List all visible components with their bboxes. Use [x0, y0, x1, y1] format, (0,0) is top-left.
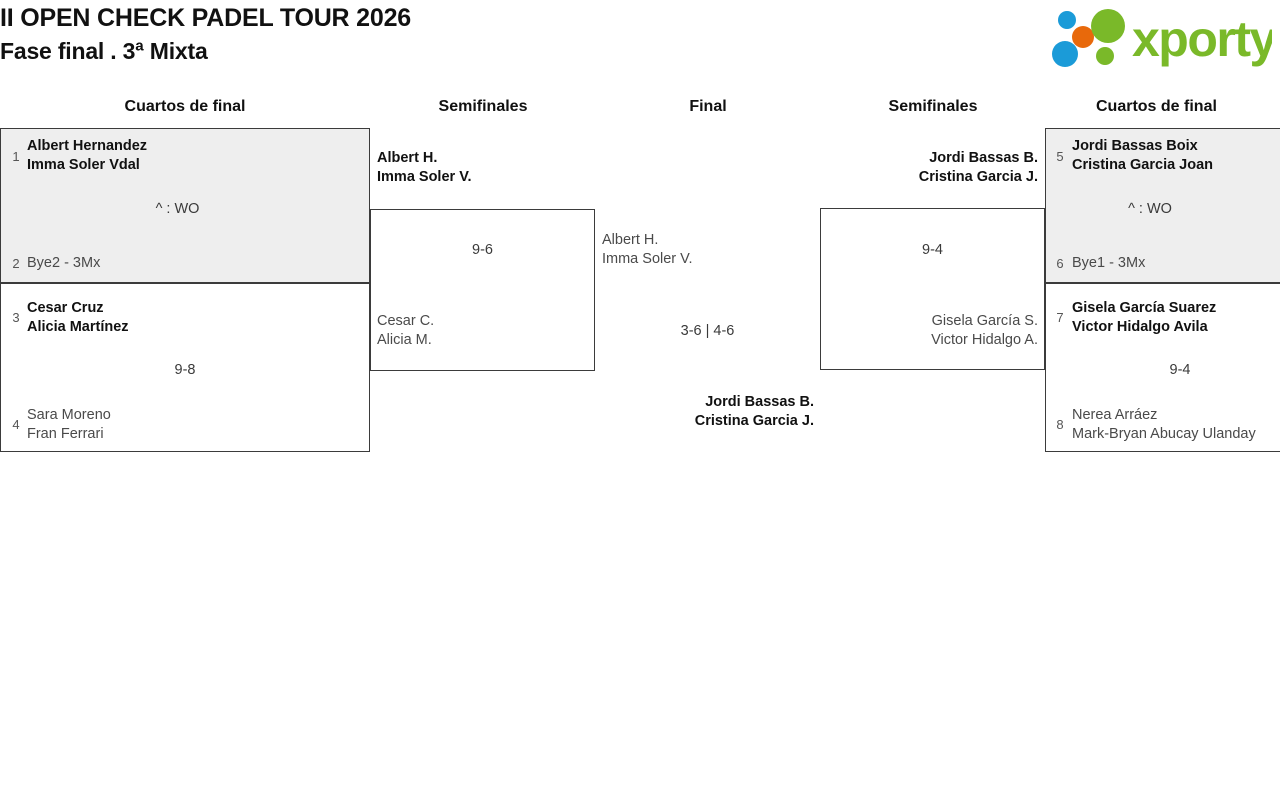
player-qf2-top-line2: Alicia Martínez — [27, 319, 129, 335]
score-sf1: 9-6 — [472, 242, 493, 258]
player-qf1-bottom-line1: Bye2 - 3Mx — [27, 255, 101, 271]
title-block: II OPEN CHECK PADEL TOUR 2026 Fase final… — [0, 2, 900, 68]
player-sf1-bottom-line1: Cesar C. — [377, 313, 435, 329]
player-qf4-bottom: Nerea Arráez Mark-Bryan Abucay Ulanday — [1072, 406, 1256, 444]
player-qf3-top-line1: Jordi Bassas Boix — [1072, 138, 1198, 154]
player-sf2-top-line1: Jordi Bassas B. — [929, 150, 1038, 166]
player-qf4-top-line1: Gisela García Suarez — [1072, 300, 1217, 316]
page-subtitle: Fase final . 3ª Mixta — [0, 38, 208, 64]
player-final-top: Albert H. Imma Soler V. — [602, 231, 693, 269]
seed-qf1-top: 1 — [12, 149, 20, 164]
player-sf2-bottom-line1: Gisela García S. — [931, 313, 1038, 329]
round-header-semifinales-right: Semifinales — [888, 98, 978, 115]
player-qf3-top-line2: Cristina Garcia Joan — [1072, 157, 1214, 173]
xporty-logo[interactable]: xporty — [1046, 4, 1272, 70]
player-qf2-bottom: Sara Moreno Fran Ferrari — [27, 406, 111, 444]
seed-qf2-bottom: 4 — [12, 417, 20, 432]
round-header-cuartos-left: Cuartos de final — [124, 98, 246, 115]
player-qf1-top-line1: Albert Hernandez — [27, 138, 148, 154]
match-box-qf1[interactable] — [0, 128, 370, 283]
player-qf3-bottom-line1: Bye1 - 3Mx — [1072, 255, 1146, 271]
player-sf1-top-line2: Imma Soler V. — [377, 169, 472, 185]
player-sf2-top-line2: Cristina Garcia J. — [918, 169, 1038, 185]
player-qf1-top: Albert Hernandez Imma Soler Vdal — [27, 137, 147, 175]
player-qf2-top: Cesar Cruz Alicia Martínez — [27, 299, 129, 337]
seed-qf4-bottom: 8 — [1056, 417, 1064, 432]
score-qf4: 9-4 — [1169, 362, 1191, 378]
tournament-title: II OPEN CHECK PADEL TOUR 2026 — [0, 4, 411, 32]
player-sf1-top-line1: Albert H. — [377, 150, 438, 166]
match-box-qf4[interactable] — [1045, 283, 1280, 452]
player-qf1-top-line2: Imma Soler Vdal — [27, 157, 140, 173]
match-box-qf3[interactable] — [1045, 128, 1280, 283]
round-header-cuartos-right: Cuartos de final — [1096, 98, 1217, 115]
seed-qf4-top: 7 — [1056, 310, 1064, 325]
xporty-logo-svg: xporty — [1052, 9, 1272, 67]
player-qf4-top-line2: Victor Hidalgo Avila — [1072, 319, 1208, 335]
score-final: 3-6 | 4-6 — [680, 323, 735, 339]
player-sf2-bottom: Gisela García S. Victor Hidalgo A. — [788, 312, 1038, 350]
player-final-top-line1: Albert H. — [602, 232, 659, 248]
logo-dot-blue-large — [1052, 41, 1078, 67]
player-qf4-top: Gisela García Suarez Victor Hidalgo Avil… — [1072, 299, 1216, 337]
seed-qf3-top: 5 — [1056, 149, 1064, 164]
player-qf4-bottom-line1: Nerea Arráez — [1072, 407, 1158, 423]
player-qf4-bottom-line2: Mark-Bryan Abucay Ulanday — [1072, 426, 1256, 442]
score-qf1: ^ : WO — [155, 201, 200, 217]
player-qf3-bottom: Bye1 - 3Mx — [1072, 254, 1145, 273]
logo-dot-green-small — [1096, 47, 1114, 65]
logo-dot-green-large — [1091, 9, 1125, 43]
player-sf1-bottom: Cesar C. Alicia M. — [377, 312, 434, 350]
player-qf2-bottom-line2: Fran Ferrari — [27, 426, 104, 442]
page-header: II OPEN CHECK PADEL TOUR 2026 Fase final… — [0, 0, 1280, 88]
player-qf1-bottom: Bye2 - 3Mx — [27, 254, 100, 273]
match-box-sf2[interactable] — [820, 208, 1045, 370]
seed-qf3-bottom: 6 — [1056, 256, 1064, 271]
player-final-top-line2: Imma Soler V. — [602, 251, 693, 267]
logo-dot-orange — [1072, 26, 1094, 48]
match-box-qf2[interactable] — [0, 283, 370, 452]
player-sf1-top: Albert H. Imma Soler V. — [377, 149, 472, 187]
score-sf2: 9-4 — [922, 242, 943, 258]
score-qf3: ^ : WO — [1128, 201, 1172, 217]
logo-dot-blue-small — [1058, 11, 1076, 29]
player-qf2-top-line1: Cesar Cruz — [27, 300, 104, 316]
player-sf2-top: Jordi Bassas B. Cristina Garcia J. — [788, 149, 1038, 187]
seed-qf2-top: 3 — [12, 310, 20, 325]
round-header-final: Final — [689, 98, 727, 115]
logo-wordmark: xporty — [1132, 11, 1272, 67]
player-qf2-bottom-line1: Sara Moreno — [27, 407, 111, 423]
player-final-bottom-line2: Cristina Garcia J. — [694, 413, 814, 429]
player-sf2-bottom-line2: Victor Hidalgo A. — [931, 332, 1038, 348]
player-final-bottom-line1: Jordi Bassas B. — [705, 394, 814, 410]
match-box-sf1[interactable] — [370, 209, 595, 371]
player-final-bottom: Jordi Bassas B. Cristina Garcia J. — [560, 393, 814, 431]
seed-qf1-bottom: 2 — [12, 256, 20, 271]
round-header-semifinales-left: Semifinales — [438, 98, 528, 115]
score-qf2: 9-8 — [174, 362, 196, 378]
player-qf3-top: Jordi Bassas Boix Cristina Garcia Joan — [1072, 137, 1213, 175]
player-sf1-bottom-line2: Alicia M. — [377, 332, 432, 348]
